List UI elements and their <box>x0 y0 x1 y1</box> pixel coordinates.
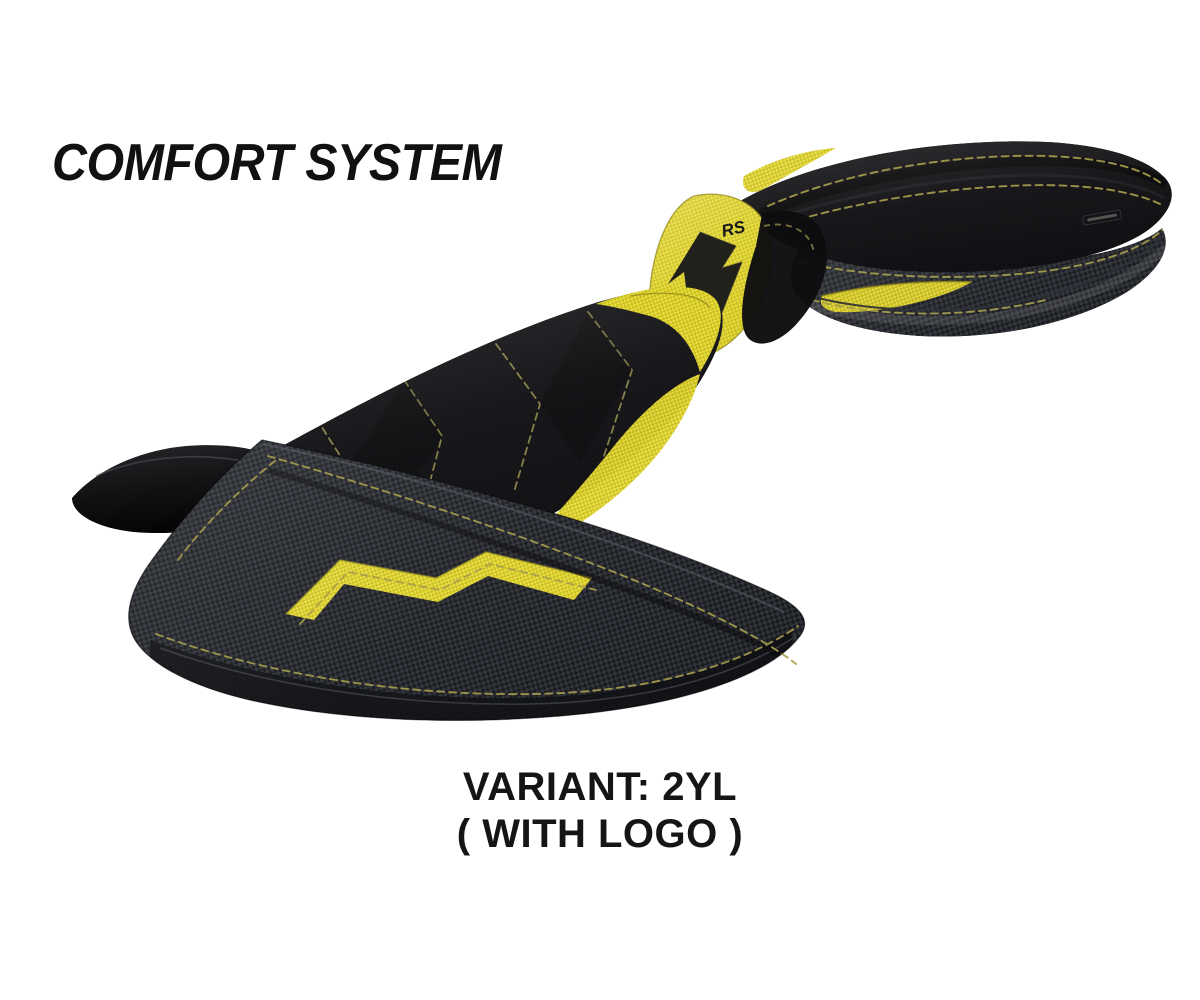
rs-logo-text: RS <box>720 217 748 241</box>
rear-seat <box>741 141 1172 337</box>
variant-logo-label: ( WITH LOGO ) <box>456 812 744 856</box>
front-seat <box>72 286 806 721</box>
front-top-yellow-accent <box>596 286 721 372</box>
brand-tag <box>1082 209 1122 226</box>
front-side-stitching <box>155 455 799 696</box>
rear-stitching <box>763 154 1165 315</box>
page-title: COMFORT SYSTEM <box>52 134 502 192</box>
variant-code-label: VARIANT: 2YL <box>462 765 738 809</box>
rs-logo-icon <box>668 231 743 339</box>
